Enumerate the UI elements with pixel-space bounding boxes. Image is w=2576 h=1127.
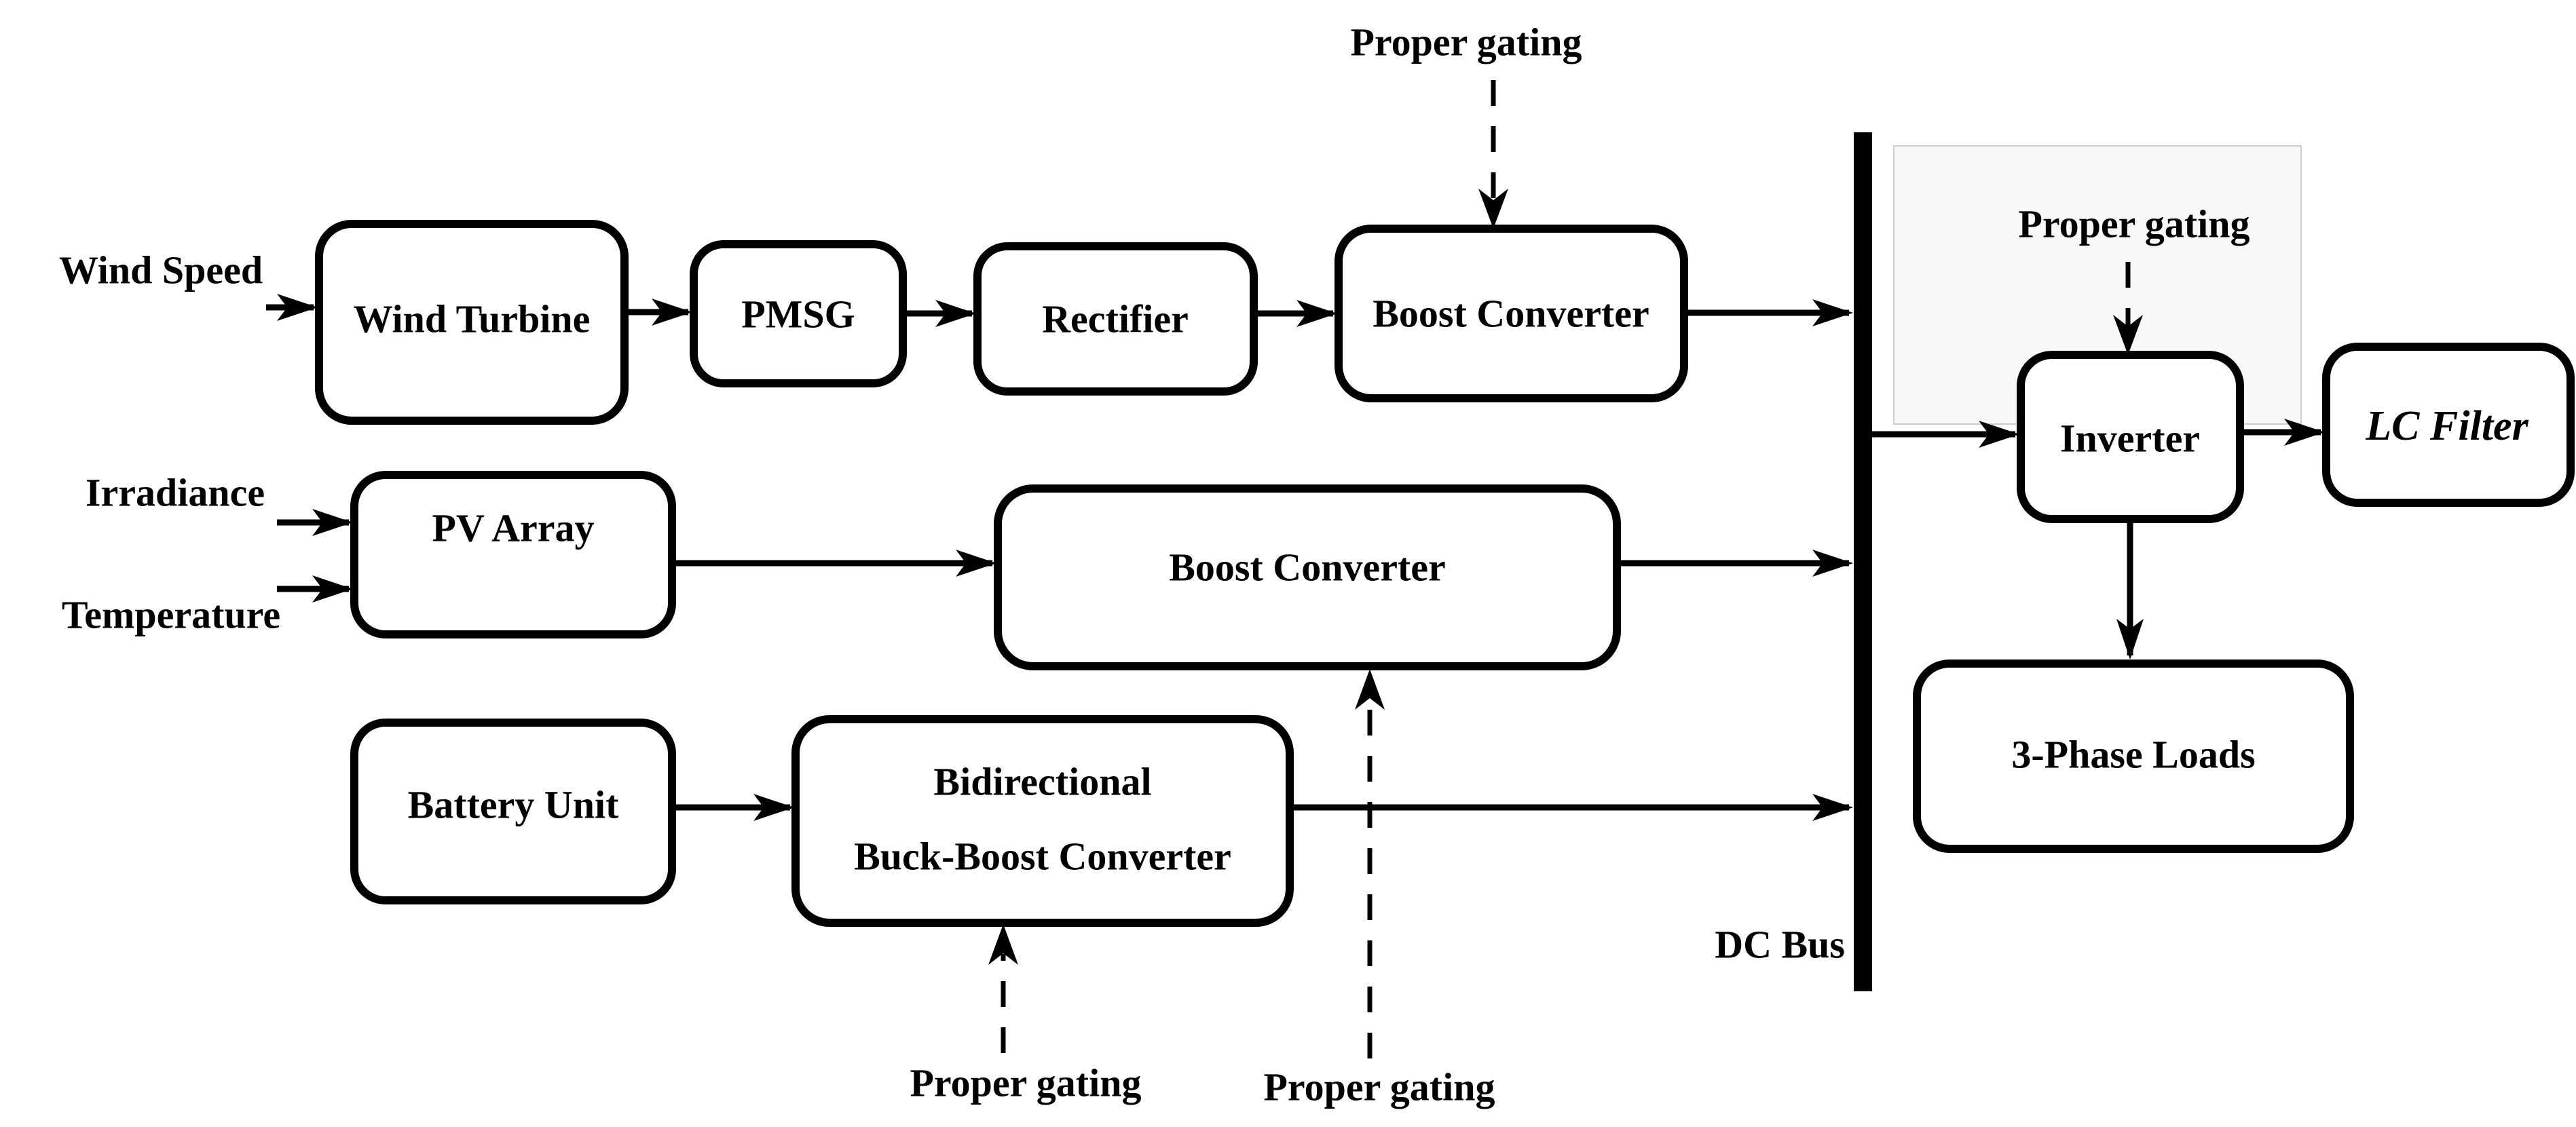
proper-gating-inverter-label: Proper gating: [2018, 202, 2250, 246]
inverter-label: Inverter: [2060, 417, 2200, 461]
dashed-gating-battery-arrowhead-icon: [988, 924, 1018, 965]
three-phase-loads-node: [1913, 660, 2354, 853]
pmsg-label: PMSG: [741, 292, 855, 337]
battery-unit-label: Battery Unit: [408, 783, 620, 827]
wind-boost-converter-label: Boost Converter: [1373, 292, 1649, 336]
proper-gating-wind-label: Proper gating: [1350, 20, 1582, 64]
wind-turbine-label: Wind Turbine: [354, 297, 591, 341]
bidirectional-converter-node: [791, 715, 1294, 927]
dc-bus-label: DC Bus: [1715, 923, 1845, 967]
bidirectional-converter-label-line1: Bidirectional: [933, 760, 1151, 804]
rectifier-label: Rectifier: [1042, 297, 1189, 341]
dashed-gating-pv-arrowhead-icon: [1355, 669, 1385, 710]
proper-gating-pv-label: Proper gating: [1263, 1065, 1495, 1109]
proper-gating-battery-label: Proper gating: [910, 1061, 1141, 1105]
three-phase-loads-label: 3-Phase Loads: [2011, 733, 2255, 777]
pv-array-node: [350, 471, 676, 638]
pv-array-label: PV Array: [432, 506, 595, 550]
dashed-gating-inverter-arrowhead-icon: [2113, 315, 2143, 355]
dc-bus-bar: [1854, 132, 1872, 991]
pv-boost-converter-label: Boost Converter: [1169, 546, 1446, 590]
temperature-input-label: Temperature: [62, 593, 280, 637]
wind-turbine-node: [315, 220, 629, 425]
dashed-gating-wind-arrowhead-icon: [1478, 189, 1508, 229]
battery-unit-node: [350, 719, 676, 904]
rectifier-node: [973, 242, 1258, 396]
lc-filter-node: [2322, 343, 2575, 507]
wind-speed-input-label: Wind Speed: [59, 248, 263, 292]
irradiance-input-label: Irradiance: [86, 471, 265, 515]
lc-filter-label: LC Filter: [2365, 403, 2528, 449]
pv-boost-converter-node: [994, 484, 1621, 670]
bidirectional-converter-label-line2: Buck-Boost Converter: [854, 835, 1231, 879]
